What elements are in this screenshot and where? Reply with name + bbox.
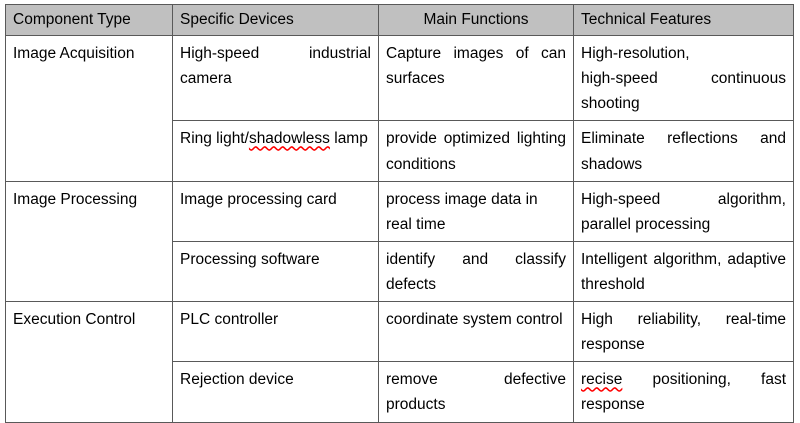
cell-device: Ring light/shadowless lamp xyxy=(172,120,379,182)
cell-function: provide optimized lighting conditions xyxy=(378,120,574,182)
column-header-component-type: Component Type xyxy=(5,3,173,37)
cell-device: PLC controller xyxy=(172,301,379,363)
device-text: Processing software xyxy=(180,250,320,268)
table-row: Ring light/shadowless lamp provide optim… xyxy=(6,120,794,182)
cell-function: remove defective products xyxy=(378,361,574,423)
cell-feature: Eliminate reflections and shadows xyxy=(573,120,794,182)
group-label-image-acquisition: Image Acquisition xyxy=(5,35,173,182)
cell-device: Image processing card xyxy=(172,180,379,242)
cell-function: Capture images of can surfaces xyxy=(378,35,574,122)
function-text: remove defective products xyxy=(386,371,566,414)
feature-text: High reliability, real-time response xyxy=(581,311,786,354)
table-body: Image Acquisition High-speed industrial … xyxy=(5,35,794,423)
table-row: Execution Control PLC controller coordin… xyxy=(5,301,794,423)
cell-function: coordinate system control xyxy=(378,301,574,363)
function-text: Capture images of can surfaces xyxy=(386,45,566,88)
cell-feature: recise positioning, fast response xyxy=(573,361,794,423)
feature-text: recise positioning, fast response xyxy=(581,367,786,417)
function-text: process image data in real time xyxy=(386,190,538,233)
device-text: Ring light/shadowless lamp xyxy=(180,126,371,151)
cell-device: High-speed industrial camera xyxy=(172,35,379,122)
function-text: provide optimized lighting conditions xyxy=(386,130,566,173)
column-header-specific-devices: Specific Devices xyxy=(172,3,379,37)
feature-text: Eliminate reflections and shadows xyxy=(581,130,786,173)
column-header-main-functions: Main Functions xyxy=(378,3,574,37)
device-text: PLC controller xyxy=(180,311,279,329)
function-text: coordinate system control xyxy=(386,311,563,329)
cell-feature: High-resolution, high-speed continuous s… xyxy=(573,35,794,122)
cell-device: Processing software xyxy=(172,240,379,303)
device-text: Image processing card xyxy=(180,190,337,208)
table-header-row: Component Type Specific Devices Main Fun… xyxy=(5,3,794,37)
table-header: Component Type Specific Devices Main Fun… xyxy=(5,3,794,37)
group-label-image-processing: Image Processing xyxy=(5,180,173,303)
function-text: identify and classify defects xyxy=(386,250,566,293)
feature-text-line2: high-speed continuous shooting xyxy=(581,70,786,113)
cell-feature: High-speed algorithm, parallel processin… xyxy=(573,180,794,242)
cell-device: Rejection device xyxy=(172,361,379,423)
device-text-suffix: lamp xyxy=(329,130,368,148)
cell-feature: Intelligent algorithm, adaptive threshol… xyxy=(573,240,794,303)
component-specification-table: Component Type Specific Devices Main Fun… xyxy=(5,3,794,423)
column-header-technical-features: Technical Features xyxy=(573,3,794,37)
device-text-misspelled: shadowless xyxy=(248,130,330,148)
table-row: Image Processing Image processing card p… xyxy=(5,180,794,303)
feature-text: High-speed algorithm, parallel processin… xyxy=(581,190,786,233)
cell-function: identify and classify defects xyxy=(378,240,574,303)
group-label-execution-control: Execution Control xyxy=(5,301,173,423)
feature-text-misspelled: recise xyxy=(581,371,623,389)
feature-text-suffix: positioning, fast response xyxy=(581,371,786,414)
cell-function: process image data in real time xyxy=(378,180,574,242)
cell-feature: High reliability, real-time response xyxy=(573,301,794,363)
device-text-prefix: Ring light/ xyxy=(180,130,249,148)
device-text: High-speed industrial camera xyxy=(180,45,371,88)
feature-text-line1: High-resolution, xyxy=(581,45,690,63)
device-text: Rejection device xyxy=(180,371,294,389)
table-row: Processing software identify and classif… xyxy=(6,240,794,303)
table-row: Image Acquisition High-speed industrial … xyxy=(5,35,794,182)
feature-text: Intelligent algorithm, adaptive threshol… xyxy=(581,250,786,293)
